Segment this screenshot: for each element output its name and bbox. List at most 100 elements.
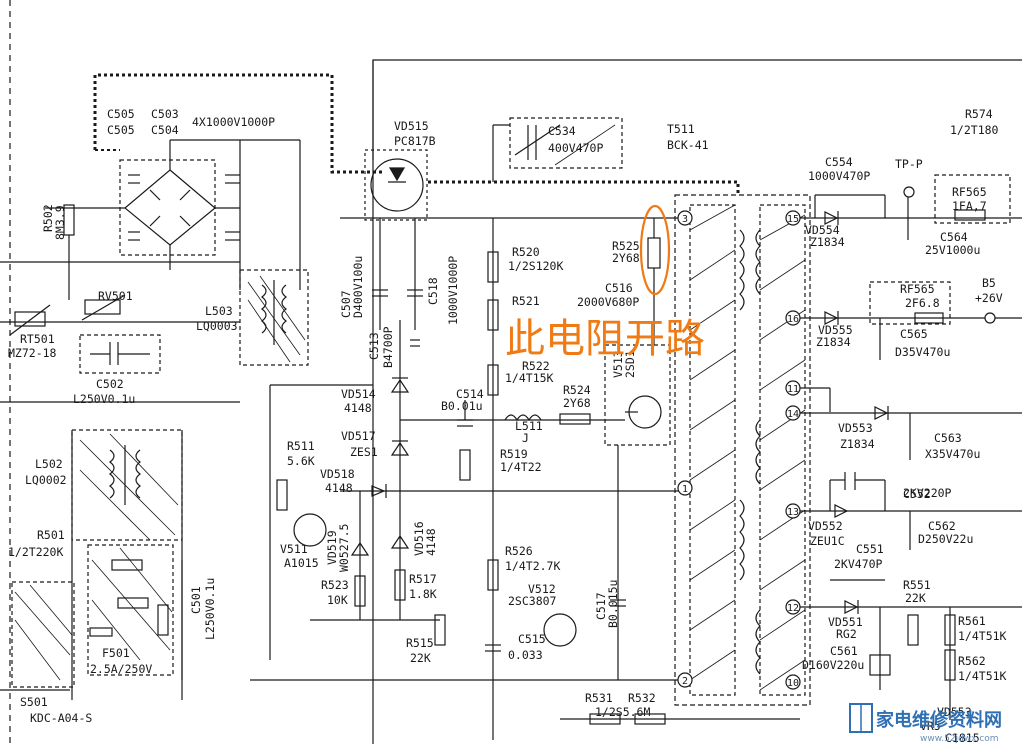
label-c516-value: 2000V680P (577, 295, 639, 309)
opto-dashed-box (364, 149, 428, 221)
label-c507-value: D400V100u (351, 256, 365, 318)
label-c552-value-visible: 2KV220P (903, 486, 952, 500)
label-r523-value: 10K (327, 593, 348, 607)
label-bck41: BCK-41 (667, 138, 709, 152)
label-vd553: VD553 (838, 421, 873, 435)
fuse-resistor-rf565b (914, 312, 944, 324)
thermistor-rt501 (14, 311, 46, 327)
pin-number: 3 (682, 214, 688, 225)
label-c554-value: 1000V470P (808, 169, 870, 183)
label-c502-value: L250V0.1u (73, 392, 135, 406)
varistor-rv501 (84, 299, 121, 315)
label-c518: C518 (426, 277, 440, 305)
diode-vd552 (834, 504, 849, 518)
rf565b-dashed-box (869, 281, 951, 325)
opto-led (388, 167, 406, 182)
label-v511-value: A1015 (284, 556, 319, 570)
label-vd516: VD516 (412, 521, 426, 556)
primary-winding (739, 229, 745, 311)
resistor-r551 (907, 614, 919, 646)
diode-vd553 (874, 406, 889, 420)
c502-dashed-box (79, 334, 161, 374)
label-rf565b: RF565 (900, 282, 935, 296)
secondary-winding (755, 419, 761, 485)
label-r524: R524 (563, 383, 591, 397)
label-r501-value: 1/2T220K (8, 545, 63, 559)
label-v511: V511 (280, 542, 308, 556)
label-c554: C554 (825, 155, 853, 169)
label-rf565b-value: 2F6.8 (905, 296, 940, 310)
component-block (111, 559, 143, 571)
pin-number: 14 (787, 409, 799, 420)
l503-dashed-box (239, 269, 309, 366)
label-pc817b: PC817B (394, 134, 436, 148)
label-test-point: TP-P (895, 157, 923, 171)
pin-number: 15 (787, 214, 799, 225)
pin-number: 10 (787, 678, 799, 689)
label-c518-value: 1000V1000P (446, 256, 460, 325)
pin-number: 12 (787, 603, 799, 614)
label-v512: V512 (528, 582, 556, 596)
label-vd514: VD514 (341, 387, 376, 401)
label-f501: F501 (102, 646, 130, 660)
diode-vd551 (844, 600, 859, 614)
label-rv501: RV501 (98, 289, 133, 303)
label-r520-value: 1/2S120K (508, 259, 563, 273)
fuse-f501 (89, 627, 113, 637)
label-r531: R531 (585, 691, 613, 705)
label-vd554: VD554 (805, 223, 840, 237)
primary-winding (739, 499, 745, 581)
label-c561-value: D160V220u (802, 658, 864, 672)
switch-dashed-box (11, 581, 75, 688)
label-zeu1c: ZEU1C (810, 534, 845, 548)
pin-1 (677, 480, 693, 496)
label-c563-value: X35V470u (925, 447, 980, 461)
label-c565-value: D35V470u (895, 345, 950, 359)
label-c562: C562 (928, 519, 956, 533)
label-r521: R521 (512, 294, 540, 308)
label-vd519-value: W0527.5 (337, 524, 351, 572)
label-rf565: RF565 (952, 185, 987, 199)
secondary-winding (755, 609, 761, 675)
inductor-l503-coil (261, 284, 267, 334)
label-c564-value: 25V1000u (925, 243, 980, 257)
resistor-r519 (459, 449, 471, 481)
potentiometer-r515 (434, 614, 446, 646)
label-c534: C534 (548, 124, 576, 138)
label-r526-value: 1/4T2.7K (505, 559, 560, 573)
label-c551-value: 2KV470P (834, 557, 883, 571)
resistor-r511 (276, 479, 288, 511)
label-r502: R502 (41, 204, 55, 232)
label-vd553: VD553 (937, 705, 972, 719)
c534-dashed-box (509, 117, 623, 169)
label-r574-value: 1/2T180 (950, 123, 999, 137)
label-r501: R501 (37, 528, 65, 542)
label-c551: C551 (856, 542, 884, 556)
label-vd516-value: 4148 (424, 528, 438, 556)
pin-2 (677, 672, 693, 688)
label-vd552: VD552 (808, 519, 843, 533)
label-rg2: RG2 (836, 627, 857, 641)
label-c514-value: B0.01u (441, 399, 483, 413)
label-f501-value: 2.5A/250V (90, 662, 152, 676)
label-c552: C552 (903, 487, 931, 501)
resistor-r524 (559, 413, 591, 425)
secondary-winding (755, 229, 761, 295)
label-vd551: VD551 (828, 615, 863, 629)
feedback-path-left (93, 73, 382, 174)
label-b5-value: +26V (975, 291, 1003, 305)
label-r526: R526 (505, 544, 533, 558)
optocoupler-pc817b (370, 158, 424, 212)
test-point-tp (903, 186, 915, 198)
label-vd519: VD519 (325, 530, 339, 565)
pin-number: 13 (787, 507, 799, 518)
label-c565: C565 (900, 327, 928, 341)
label-c562-value: D250V22u (918, 532, 973, 546)
label-r562: R562 (958, 654, 986, 668)
label-r515: R515 (406, 636, 434, 650)
label-l502: L502 (35, 457, 63, 471)
label-l503: L503 (205, 304, 233, 318)
label-r525: R525 (612, 239, 640, 253)
resistor-r522 (487, 364, 499, 396)
